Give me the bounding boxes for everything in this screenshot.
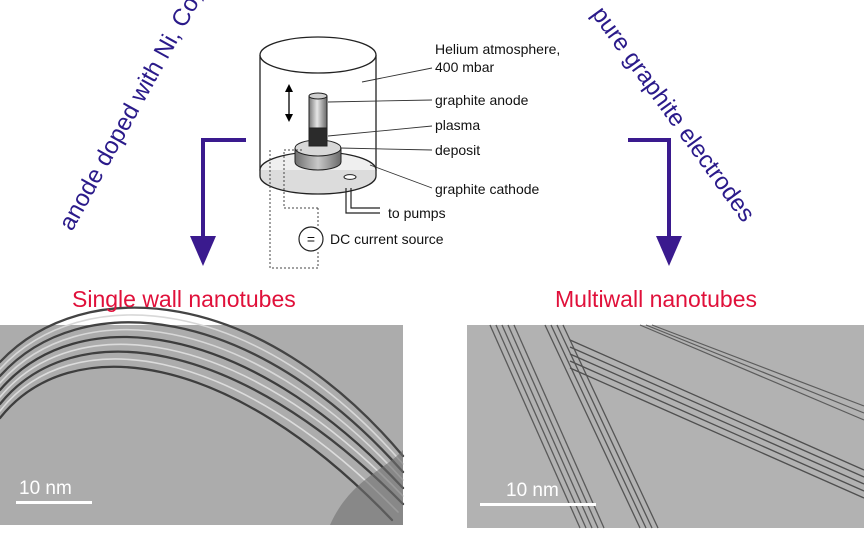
left-scale-bar: 10 nm	[16, 478, 92, 504]
left-scale-line	[16, 501, 92, 504]
cathode-label: graphite cathode	[435, 181, 540, 197]
anode-label: graphite anode	[435, 92, 529, 108]
single-wall-micrograph	[0, 306, 405, 525]
right-arrow-text: pure graphite electrodes	[586, 2, 760, 227]
multiwall-micrograph	[467, 324, 864, 529]
dc-source-sign: =	[307, 231, 315, 247]
helium-label-line2: 400 mbar	[435, 59, 494, 75]
dc-source-label: DC current source	[330, 231, 444, 247]
pumps-label: to pumps	[388, 205, 446, 221]
left-panel-title: Single wall nanotubes	[72, 286, 296, 312]
right-process-arrow	[628, 138, 682, 266]
label-leaders	[327, 67, 433, 189]
left-arrow-text: anode doped with Ni, Co, ...	[54, 0, 221, 235]
circuit-wiring	[269, 149, 319, 269]
dc-source-symbol	[298, 226, 324, 252]
plasma-label: plasma	[435, 117, 480, 133]
left-scale-label: 10 nm	[19, 478, 72, 499]
right-scale-label: 10 nm	[506, 480, 559, 501]
right-scale-line	[480, 503, 596, 506]
arc-chamber	[259, 36, 377, 195]
pump-tube	[345, 188, 380, 214]
left-process-arrow	[190, 138, 246, 266]
helium-label-line1: Helium atmosphere,	[435, 41, 560, 57]
deposit-label: deposit	[435, 142, 480, 158]
right-panel-title: Multiwall nanotubes	[555, 286, 758, 312]
right-scale-bar: 10 nm	[480, 480, 596, 506]
